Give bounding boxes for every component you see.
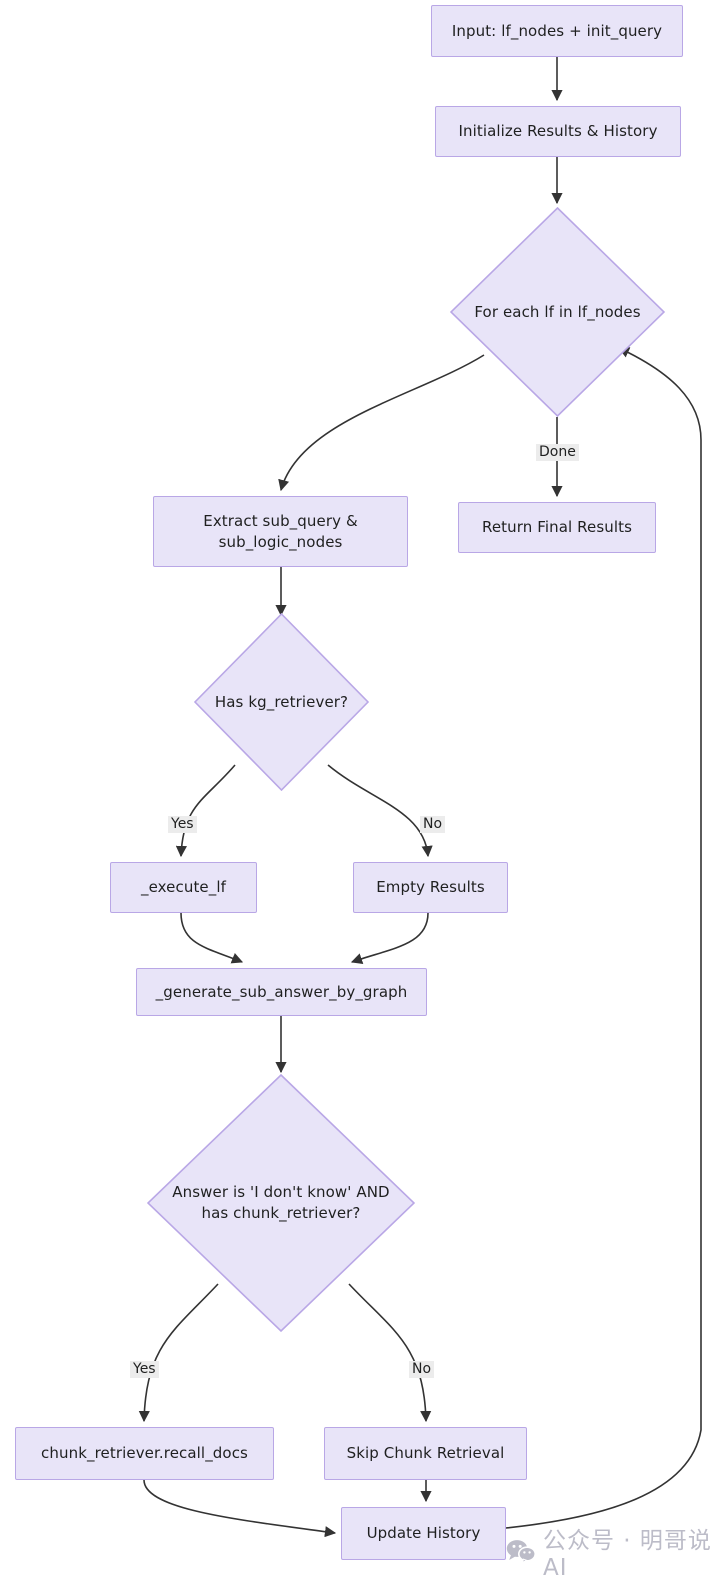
node-generate-sub-answer-label: _generate_sub_answer_by_graph (155, 982, 408, 1001)
node-extract-subquery[interactable]: Extract sub_query & sub_logic_nodes (153, 496, 408, 567)
node-update-history-label: Update History (366, 1524, 481, 1543)
node-execute-lf-label: _execute_lf (140, 878, 227, 897)
edge-empty-gensub (350, 912, 429, 964)
watermark-text: 公众号 · 明哥说AI (543, 1528, 712, 1581)
node-initialize[interactable]: Initialize Results & History (435, 106, 681, 157)
edge-label-done: Done (536, 444, 579, 462)
node-execute-lf[interactable]: _execute_lf (110, 862, 257, 913)
edge-label-yes-chunk: Yes (130, 1361, 159, 1379)
edge-execlf-gensub (180, 912, 244, 964)
edge-label-done-text: Done (539, 444, 576, 460)
node-input[interactable]: Input: lf_nodes + init_query (431, 5, 683, 57)
node-skip-chunk-retrieval[interactable]: Skip Chunk Retrieval (324, 1427, 527, 1480)
node-return-final-results-label: Return Final Results (481, 518, 633, 537)
wechat-icon (506, 1539, 536, 1564)
node-input-label: Input: lf_nodes + init_query (451, 21, 663, 40)
edge-label-no-chunk-text: No (412, 1361, 432, 1377)
edge-label-no-kg: No (420, 816, 446, 834)
edge-label-no-chunk: No (409, 1361, 435, 1379)
dont-know-diamond-shape (147, 1074, 415, 1332)
node-empty-results-label: Empty Results (376, 878, 485, 897)
node-empty-results[interactable]: Empty Results (353, 862, 508, 913)
node-generate-sub-answer[interactable]: _generate_sub_answer_by_graph (136, 968, 427, 1016)
node-return-final-results[interactable]: Return Final Results (458, 502, 656, 553)
node-answer-dont-know-label: Answer is 'I don't know' AND has chunk_r… (172, 1183, 390, 1222)
edge-label-yes-kg-text: Yes (171, 816, 194, 832)
node-loop[interactable]: For each lf in lf_nodes (450, 207, 665, 417)
node-skip-chunk-retrieval-label: Skip Chunk Retrieval (346, 1444, 505, 1463)
node-initialize-label: Initialize Results & History (458, 122, 658, 141)
edge-label-yes-chunk-text: Yes (133, 1361, 156, 1377)
edge-recall-update (143, 1479, 337, 1538)
loop-diamond-shape (450, 207, 665, 417)
edge-label-yes-kg: Yes (168, 816, 197, 834)
node-has-kg-retriever[interactable]: Has kg_retriever? (194, 613, 369, 791)
node-has-kg-retriever-label: Has kg_retriever? (214, 692, 349, 711)
node-answer-dont-know[interactable]: Answer is 'I don't know' AND has chunk_r… (147, 1074, 415, 1332)
node-chunk-retriever-recall-docs-label: chunk_retriever.recall_docs (41, 1444, 248, 1463)
watermark: 公众号 · 明哥说AI (506, 1521, 728, 1581)
node-extract-subquery-label: Extract sub_query & sub_logic_nodes (203, 511, 358, 551)
has-kg-diamond-shape (194, 613, 369, 791)
node-loop-label: For each lf in lf_nodes (474, 302, 641, 321)
node-chunk-retriever-recall-docs[interactable]: chunk_retriever.recall_docs (15, 1427, 274, 1480)
node-update-history[interactable]: Update History (341, 1507, 506, 1560)
edge-label-no-kg-text: No (423, 816, 443, 832)
